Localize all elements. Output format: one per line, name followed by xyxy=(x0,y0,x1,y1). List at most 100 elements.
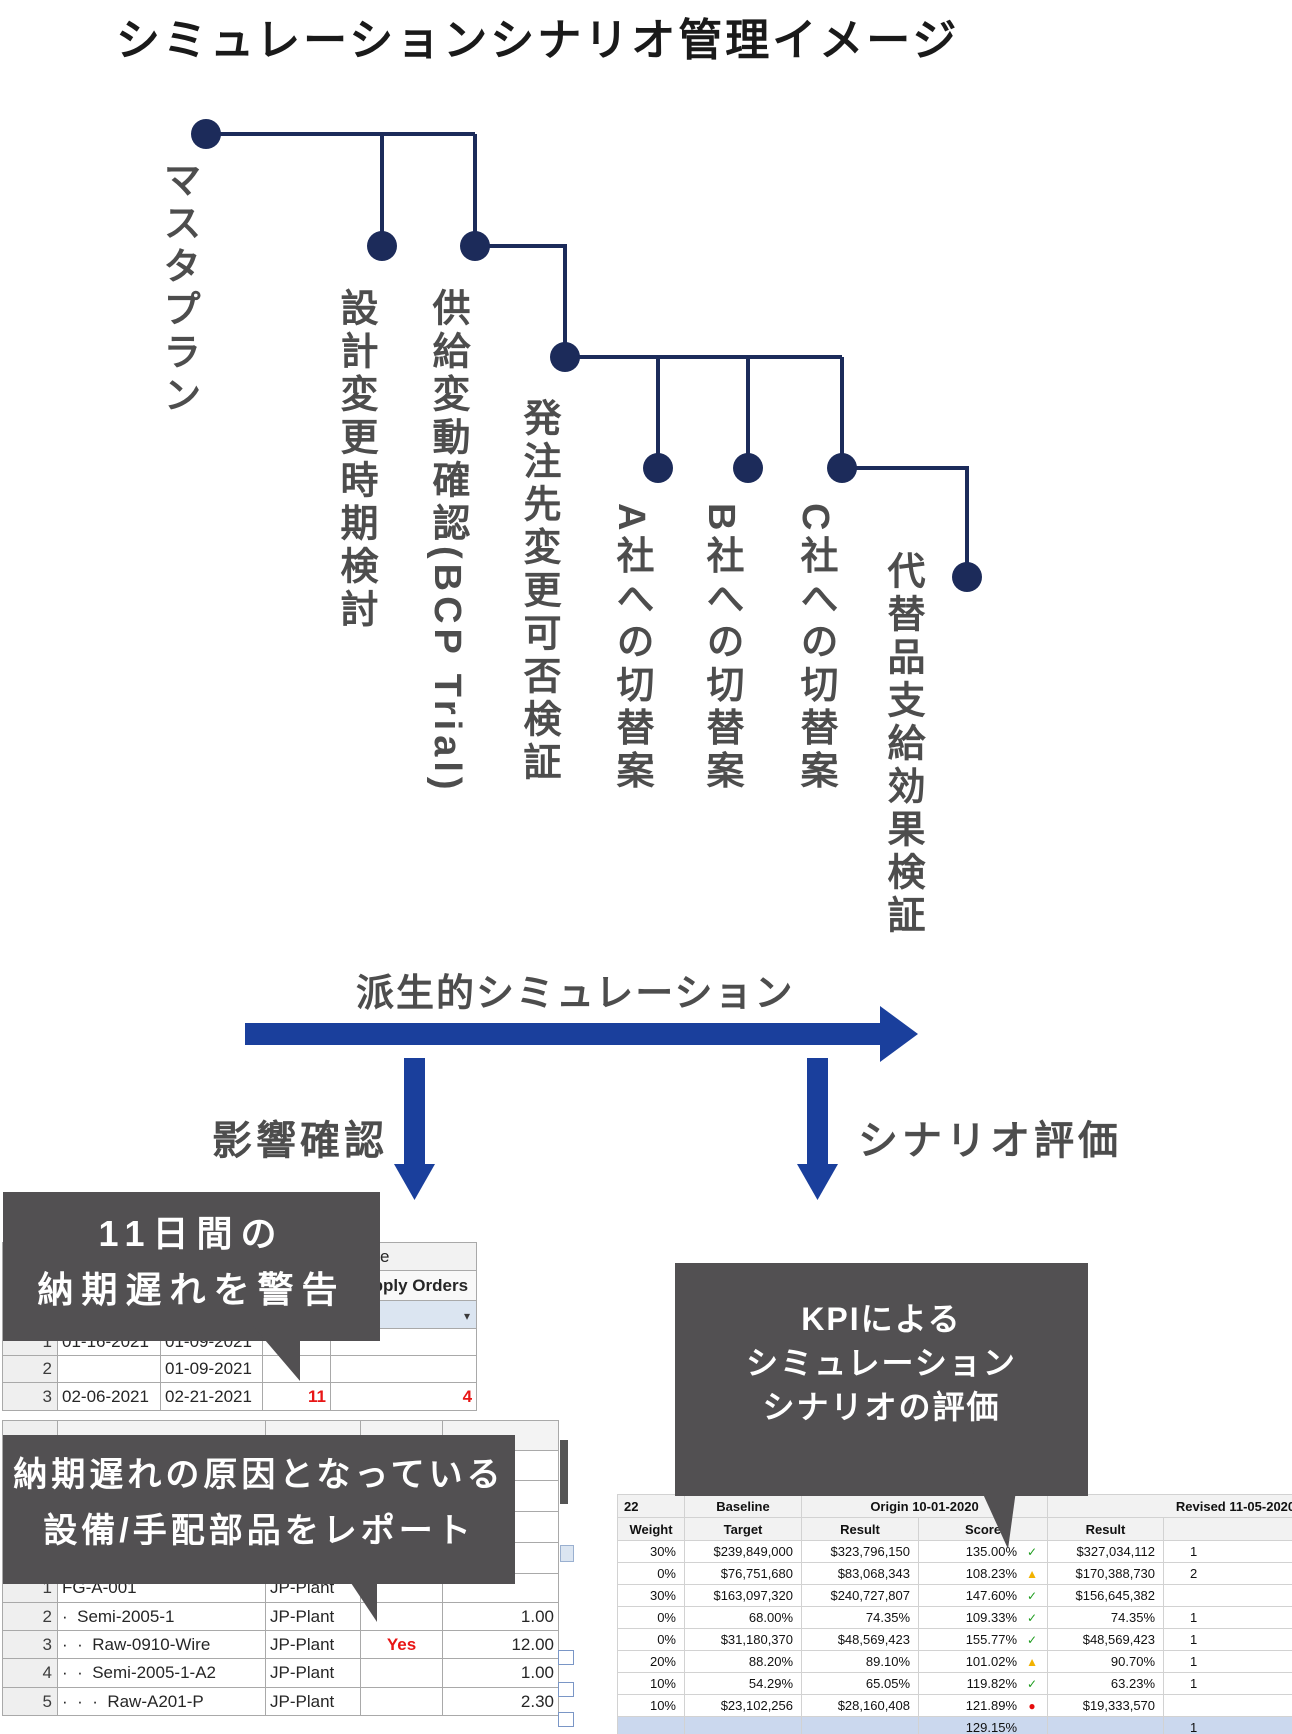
result2-cell: $170,388,730 xyxy=(1047,1562,1165,1585)
kpi-header-col1: 22 xyxy=(617,1494,685,1518)
weight-cell: 0% xyxy=(617,1628,685,1651)
score-cell: 109.33%✓ xyxy=(917,1606,1049,1629)
callout-text: KPIによる xyxy=(801,1301,962,1337)
tree-node xyxy=(952,562,982,592)
weight-cell: 10% xyxy=(617,1672,685,1695)
row-number: 2 xyxy=(2,1602,58,1631)
screenshot-fragment xyxy=(560,1545,574,1562)
callout-cause-report: 納期遅れの原因となっている 設備/手配部品をレポート xyxy=(3,1435,515,1584)
orders-cell xyxy=(329,1355,478,1383)
start-date-cell: 02-06-2021 xyxy=(57,1382,161,1411)
result2-cell: 74.35% xyxy=(1047,1606,1165,1629)
score-cell: 135.00%✓ xyxy=(917,1540,1049,1563)
flag-cell xyxy=(360,1658,443,1688)
kpi-header-extra xyxy=(1163,1517,1292,1541)
tree-label-design-change: 設計変更時期検討 xyxy=(334,288,376,632)
table-row: 20% 88.20% 89.10% 101.02%▲ 90.70% 1 xyxy=(617,1650,1292,1673)
kpi-header-baseline: Baseline xyxy=(684,1494,802,1518)
extra-cell: 1 xyxy=(1163,1672,1292,1695)
tree-label-supply-check: 供給変動確認(BCP Trial) xyxy=(426,288,468,795)
callout-text: 納期遅れの原因となっている xyxy=(13,1456,505,1494)
result-cell: $240,727,807 xyxy=(801,1584,919,1607)
scenario-tree-lines xyxy=(206,132,969,577)
kpi-header-revised: Revised 11-05-2020 xyxy=(1047,1494,1292,1518)
plant-cell: JP-Plant xyxy=(265,1630,361,1659)
result-cell: 65.05% xyxy=(801,1672,919,1695)
qty-cell: 12.00 xyxy=(442,1630,559,1659)
orders-cell: 4 xyxy=(329,1382,478,1411)
filter-dropdown-icon[interactable]: ▾ xyxy=(464,1308,471,1323)
callout-text: 設備/手配部品をレポート xyxy=(43,1512,475,1550)
score-status-icon: ▲ xyxy=(1026,1654,1038,1669)
evaluation-down-arrow xyxy=(797,1058,838,1200)
score-cell: 101.02%▲ xyxy=(917,1650,1049,1673)
end-date-cell: 02-21-2021 xyxy=(160,1382,263,1411)
table-row: 3 · · Raw-0910-Wire JP-Plant Yes 12.00 xyxy=(2,1630,559,1659)
table-row: 5 · · · Raw-A201-P JP-Plant 2.30 xyxy=(2,1687,559,1716)
tree-label-company-c: C社への切替案 xyxy=(794,503,836,794)
plant-cell: JP-Plant xyxy=(265,1602,361,1631)
tree-node xyxy=(460,231,490,261)
result2-cell: $327,034,112 xyxy=(1047,1540,1165,1563)
callout-delay-warning: 11日間の 納期遅れを警告 xyxy=(3,1192,380,1341)
score-status-icon: ✓ xyxy=(1026,1632,1038,1647)
tree-label-company-a: A社への切替案 xyxy=(610,503,652,794)
extra-cell: 1 xyxy=(1163,1606,1292,1629)
total-score-cell: 129.15% xyxy=(917,1716,1049,1734)
callout-kpi-evaluation: KPIによる シミュレーション シナリオの評価 xyxy=(675,1263,1088,1496)
qty-cell: 1.00 xyxy=(442,1602,559,1631)
table-row: 30% $163,097,320 $240,727,807 147.60%✓ $… xyxy=(617,1584,1292,1607)
target-cell: 68.00% xyxy=(684,1606,802,1629)
screenshot-fragment xyxy=(558,1712,574,1727)
weight-cell: 20% xyxy=(617,1650,685,1673)
tree-label-order-change: 発注先変更可否検証 xyxy=(517,398,559,785)
callout-text: シミュレーション xyxy=(746,1345,1017,1381)
weight-cell: 30% xyxy=(617,1584,685,1607)
score-cell: 119.82%✓ xyxy=(917,1672,1049,1695)
plant-cell: JP-Plant xyxy=(265,1658,361,1688)
score-status-icon: ✓ xyxy=(1026,1676,1038,1691)
result-cell: $28,160,408 xyxy=(801,1694,919,1717)
score-cell: 155.77%✓ xyxy=(917,1628,1049,1651)
scenario-evaluation-label: シナリオ評価 xyxy=(858,1119,1122,1163)
total-extra-cell: 1 xyxy=(1163,1716,1292,1734)
tree-node-dots xyxy=(191,119,982,592)
impact-down-arrow xyxy=(394,1058,435,1200)
item-cell: · Semi-2005-1 xyxy=(57,1602,266,1631)
tree-node xyxy=(191,119,221,149)
kpi-header-weight: Weight xyxy=(617,1517,685,1541)
qty-cell: 2.30 xyxy=(442,1687,559,1716)
score-status-icon: ✓ xyxy=(1026,1544,1038,1559)
tree-node xyxy=(643,453,673,483)
kpi-header-result: Result xyxy=(801,1517,919,1541)
extra-cell: 1 xyxy=(1163,1540,1292,1563)
row-number: 4 xyxy=(2,1658,58,1688)
kpi-table: 22 Baseline Origin 10-01-2020 Revised 11… xyxy=(617,1494,1292,1734)
row-number: 2 xyxy=(2,1355,58,1383)
table-row: 0% 68.00% 74.35% 109.33%✓ 74.35% 1 xyxy=(617,1606,1292,1629)
result2-cell: $156,645,382 xyxy=(1047,1584,1165,1607)
flag-cell: Yes xyxy=(360,1630,443,1659)
result-cell: $323,796,150 xyxy=(801,1540,919,1563)
tree-label-alternative: 代替品支給効果検証 xyxy=(881,551,923,938)
score-cell: 108.23%▲ xyxy=(917,1562,1049,1585)
table-row: 30% $239,849,000 $323,796,150 135.00%✓ $… xyxy=(617,1540,1292,1563)
flag-cell xyxy=(360,1687,443,1716)
extra-cell xyxy=(1163,1584,1292,1607)
target-cell: $31,180,370 xyxy=(684,1628,802,1651)
weight-cell: 0% xyxy=(617,1562,685,1585)
table-row: 10% $23,102,256 $28,160,408 121.89%● $19… xyxy=(617,1694,1292,1717)
kpi-header-target: Target xyxy=(684,1517,802,1541)
tree-node xyxy=(550,342,580,372)
score-status-icon: ▲ xyxy=(1026,1566,1038,1581)
screenshot-fragment xyxy=(560,1440,568,1504)
target-cell: 88.20% xyxy=(684,1650,802,1673)
callout-text: 納期遅れを警告 xyxy=(37,1269,346,1310)
derivative-simulation-label: 派生的シミュレーション xyxy=(356,973,795,1015)
score-cell: 121.89%● xyxy=(917,1694,1049,1717)
tree-label-master-plan: マスタプラン xyxy=(157,160,199,418)
extra-cell: 1 xyxy=(1163,1650,1292,1673)
tree-node xyxy=(367,231,397,261)
table-row: Weight Target Result Score Result xyxy=(617,1517,1292,1541)
